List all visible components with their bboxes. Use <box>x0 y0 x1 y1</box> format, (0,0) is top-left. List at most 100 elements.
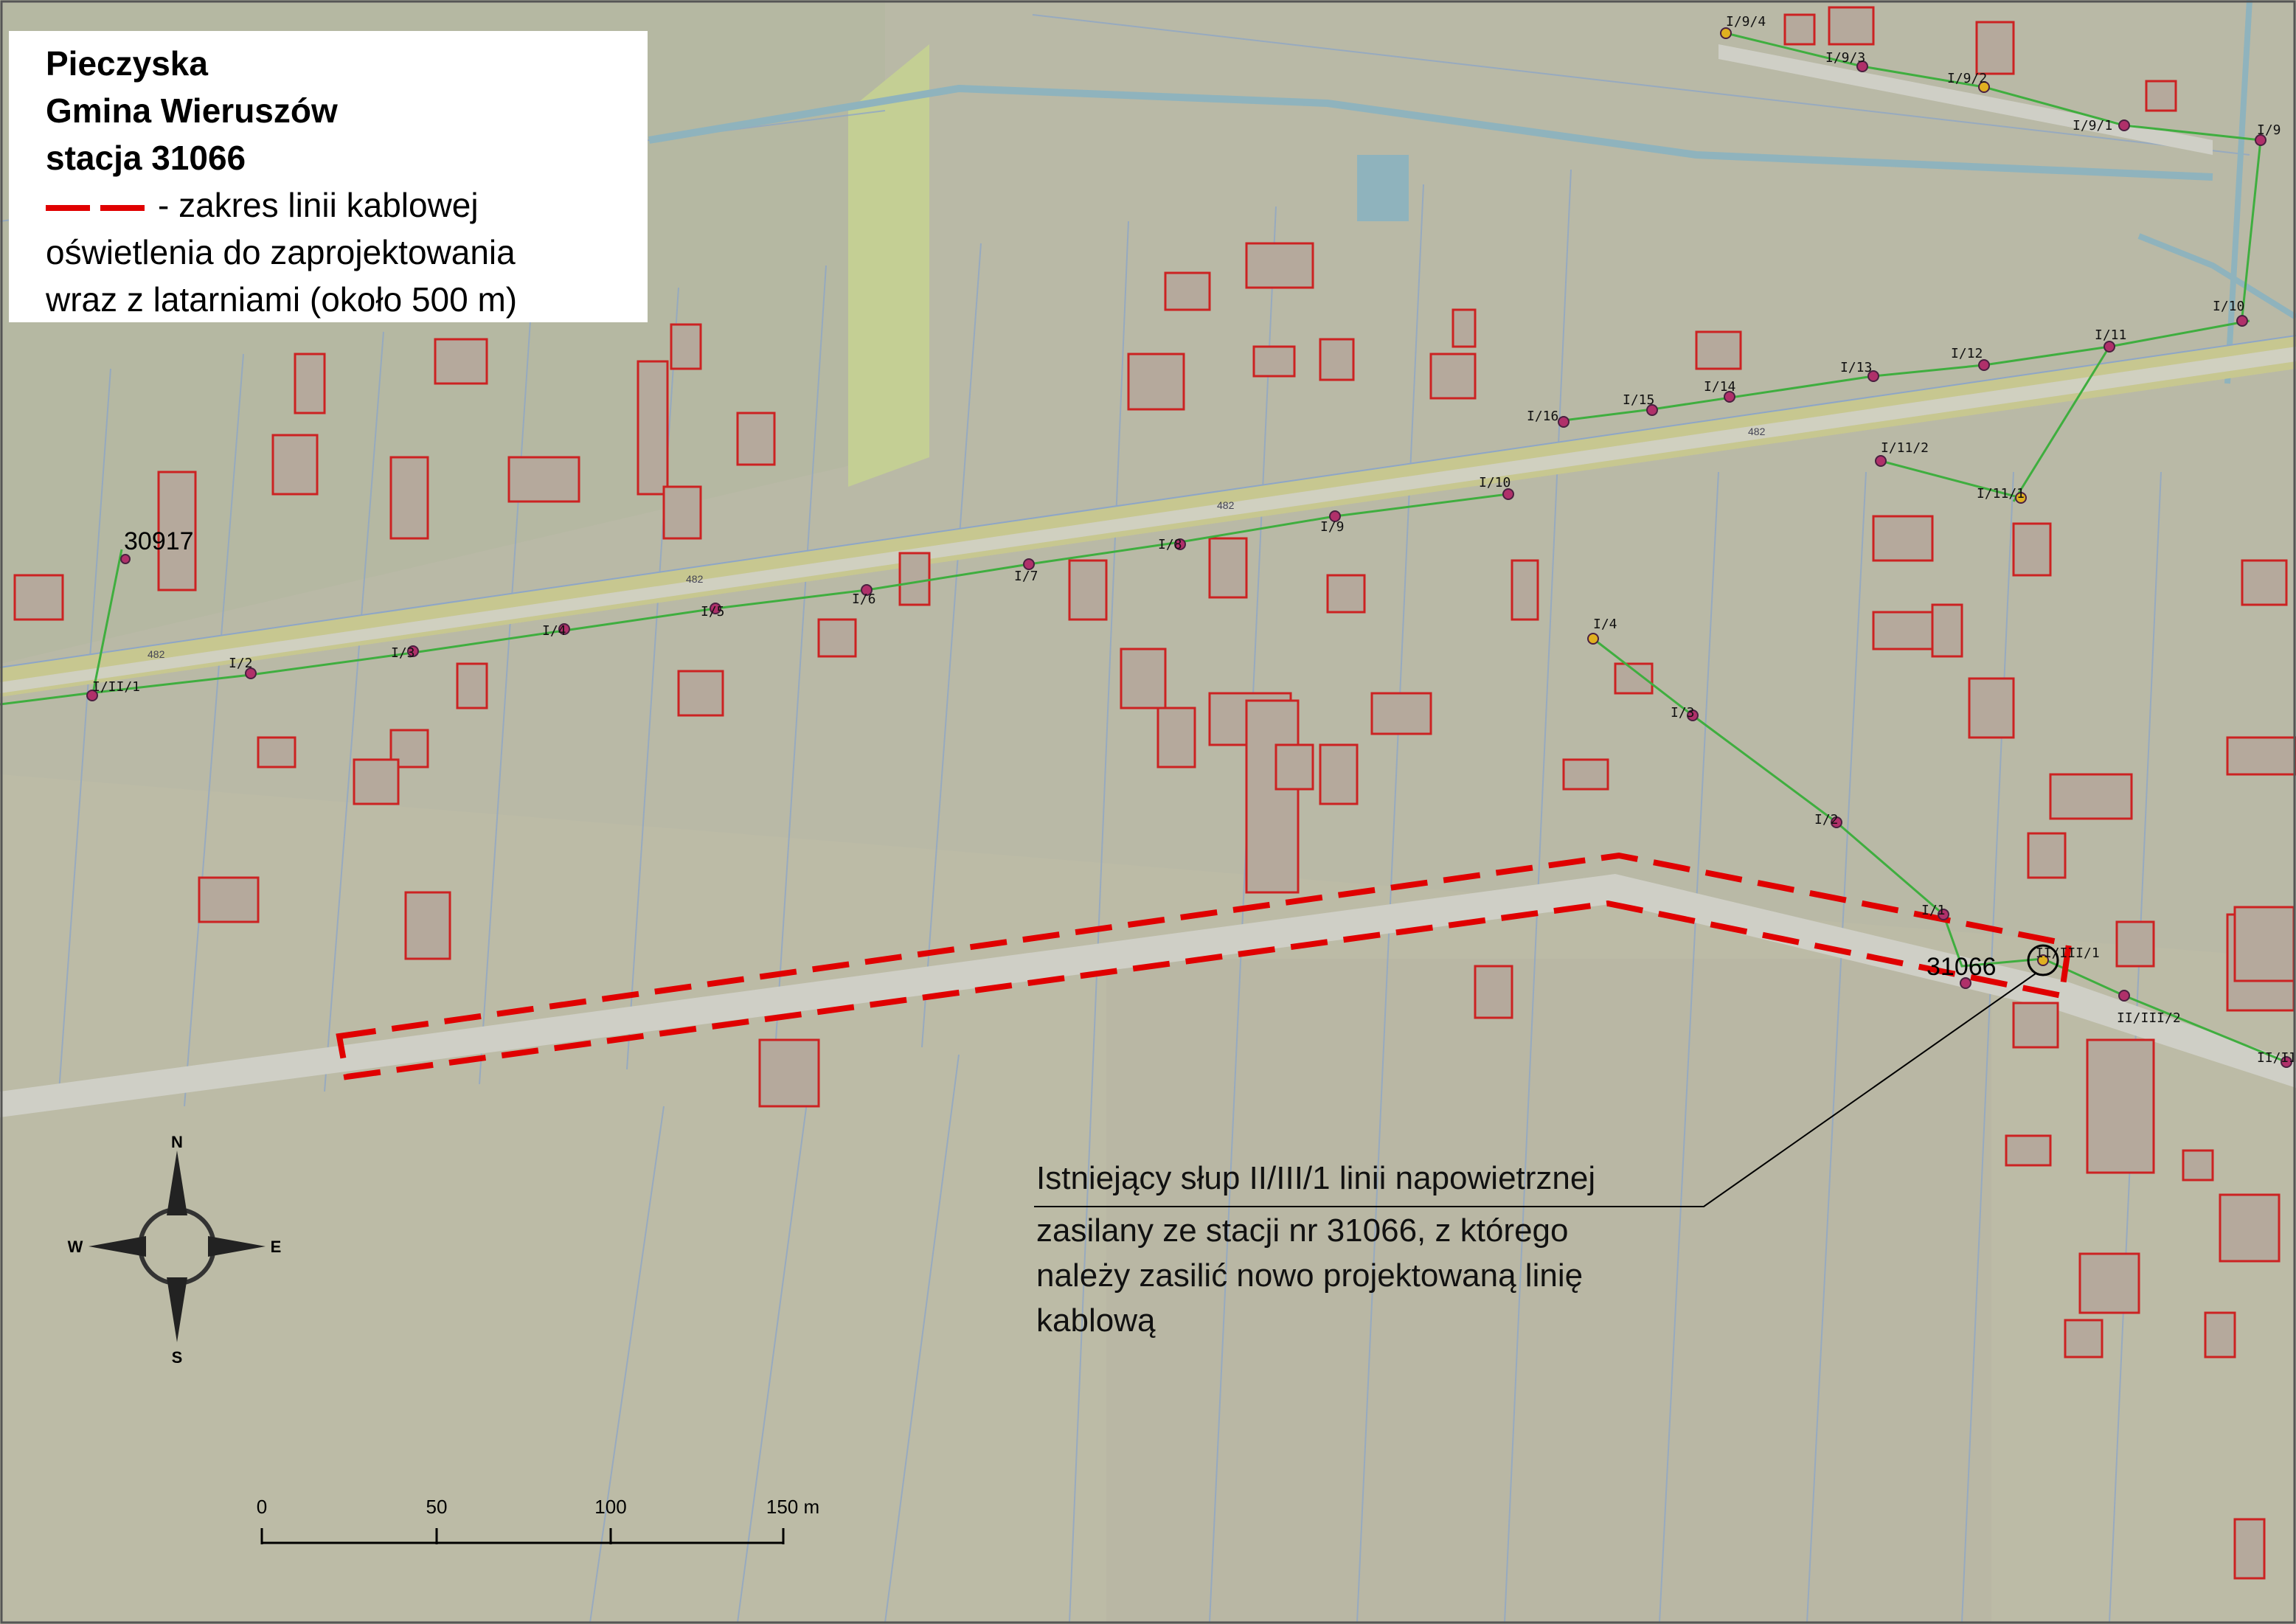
pole-marker <box>1720 27 1732 39</box>
pole-marker <box>1502 488 1514 500</box>
pole-label: I/2 <box>1814 812 1839 827</box>
pole-label: I/13 <box>1840 360 1872 375</box>
pole-marker <box>2118 119 2130 131</box>
pole-label: I/4 <box>1593 617 1617 632</box>
legend-dash-symbol <box>100 204 145 211</box>
existing-pole-circle <box>2027 944 2059 976</box>
pole-label: I/11 <box>2095 327 2126 343</box>
north-arrow: N S E W <box>68 1133 282 1367</box>
pole-label: I/14 <box>1704 379 1735 395</box>
legend-cable-range: - zakres linii kablowej <box>46 181 648 229</box>
pole-label: I/2 <box>229 656 253 671</box>
road-label: 482 <box>1748 426 1766 437</box>
legend-cable-range-line-3: wraz z latarniami (około 500 m) <box>46 280 518 319</box>
road-label: 482 <box>148 648 165 660</box>
pole-label: I/10 <box>1479 475 1511 490</box>
compass-label-n: N <box>171 1133 183 1151</box>
pole-marker <box>407 645 419 657</box>
pole-label: II/III/1 <box>2036 945 2100 961</box>
pole-marker <box>1856 60 1868 72</box>
compass-label-s: S <box>172 1348 183 1367</box>
legend-title-place: Pieczyska <box>46 44 208 83</box>
compass-label-e: E <box>271 1238 282 1256</box>
pole-marker <box>1978 359 1990 371</box>
legend-title-station: stacja 31066 <box>46 139 246 177</box>
pole-marker <box>1646 404 1658 416</box>
station-label-30917: 30917 <box>124 527 194 555</box>
pole-marker <box>1978 81 1990 93</box>
pole-label: I/10 <box>2213 299 2244 314</box>
pole-marker <box>2103 341 2115 353</box>
pole-marker <box>1023 558 1035 570</box>
compass-label-w: W <box>68 1238 83 1256</box>
cable-range-outline <box>336 852 2073 1080</box>
pole-label: I/9/4 <box>1726 14 1766 30</box>
pole-label: I/11/2 <box>1881 440 1929 456</box>
annotation-line-3: należy zasilić nowo projektowaną linię <box>1036 1257 1583 1294</box>
pole-label: I/9 <box>1320 519 1345 535</box>
scale-label-0: 0 <box>257 1496 267 1518</box>
pole-marker <box>2281 1056 2292 1068</box>
legend-title-commune: Gmina Wieruszów <box>46 91 338 130</box>
pole-marker <box>1587 633 1599 645</box>
road-label: 482 <box>1217 499 1235 511</box>
scale-label-150: 150 m <box>766 1496 819 1518</box>
local-road-north <box>1718 44 2213 155</box>
station-marker-31066 <box>1960 977 1971 989</box>
compass-arrow-s <box>167 1277 187 1342</box>
pole-marker <box>1558 416 1570 428</box>
pole-marker <box>86 690 98 701</box>
pole-marker <box>1687 709 1699 721</box>
scale-label-100: 100 <box>594 1496 626 1518</box>
pole-label: II/III/2 <box>2117 1010 2181 1026</box>
pole-label: I/6 <box>852 591 876 607</box>
pole-marker <box>1329 510 1341 522</box>
road-482-edge <box>0 335 2296 668</box>
canal-north <box>2224 0 2252 384</box>
pond <box>1357 155 1409 221</box>
pole-marker <box>558 623 570 635</box>
annotation-line-4: kablową <box>1036 1302 1156 1339</box>
road-482 <box>0 347 2296 693</box>
pole-label: I/3 <box>391 645 415 661</box>
annotation-leader-line <box>1034 973 2036 1207</box>
pole-marker <box>2118 990 2130 1002</box>
pole-label: I/1 <box>1921 903 1946 918</box>
pole-markers: I/II/1I/2I/3I/4I/5I/6I/7I/8I/9I/10I/16I/… <box>86 14 2296 1068</box>
legend-dash-symbol <box>46 204 90 211</box>
pole-marker <box>710 603 721 614</box>
pole-label: I/7 <box>1014 569 1038 584</box>
pole-label: I/11/1 <box>1977 486 2025 502</box>
pole-marker <box>1938 909 1949 920</box>
road-label: 482 <box>686 573 704 585</box>
pole-label: I/4 <box>542 623 566 639</box>
legend-cable-range-label: - zakres linii kablowej <box>158 186 479 224</box>
pole-marker <box>2255 134 2266 146</box>
canal-east <box>2137 233 2296 320</box>
canal <box>648 84 2213 181</box>
pole-label: I/5 <box>701 604 725 620</box>
compass-arrow-n <box>167 1151 187 1215</box>
pole-marker <box>1174 538 1186 550</box>
pole-label: II/III/3 <box>2257 1050 2296 1066</box>
pole-marker <box>2037 954 2049 966</box>
scale-label-50: 50 <box>426 1496 448 1518</box>
pole-label: I/3 <box>1671 705 1695 721</box>
legend-cable-range-line-2: oświetlenia do zaprojektowania <box>46 233 516 271</box>
scale-bar: 0 50 100 150 m <box>257 1496 819 1544</box>
annotation-line-2: zasilany ze stacji nr 31066, z którego <box>1036 1212 1569 1249</box>
pole-label: I/9 <box>2257 122 2281 138</box>
legend-box: Pieczyska Gmina Wieruszów stacja 31066 -… <box>9 31 648 322</box>
compass-arrow-e <box>208 1236 266 1257</box>
pole-label: I/9/1 <box>2073 118 2112 133</box>
compass-arrow-w <box>89 1236 146 1257</box>
pole-marker <box>1875 455 1887 467</box>
station-label-31066: 31066 <box>1926 953 1997 981</box>
green-field <box>848 44 929 487</box>
pole-marker <box>2015 492 2027 504</box>
pole-marker <box>1867 370 1879 382</box>
pole-marker <box>1724 391 1735 403</box>
pole-label: I/II/1 <box>92 679 140 695</box>
